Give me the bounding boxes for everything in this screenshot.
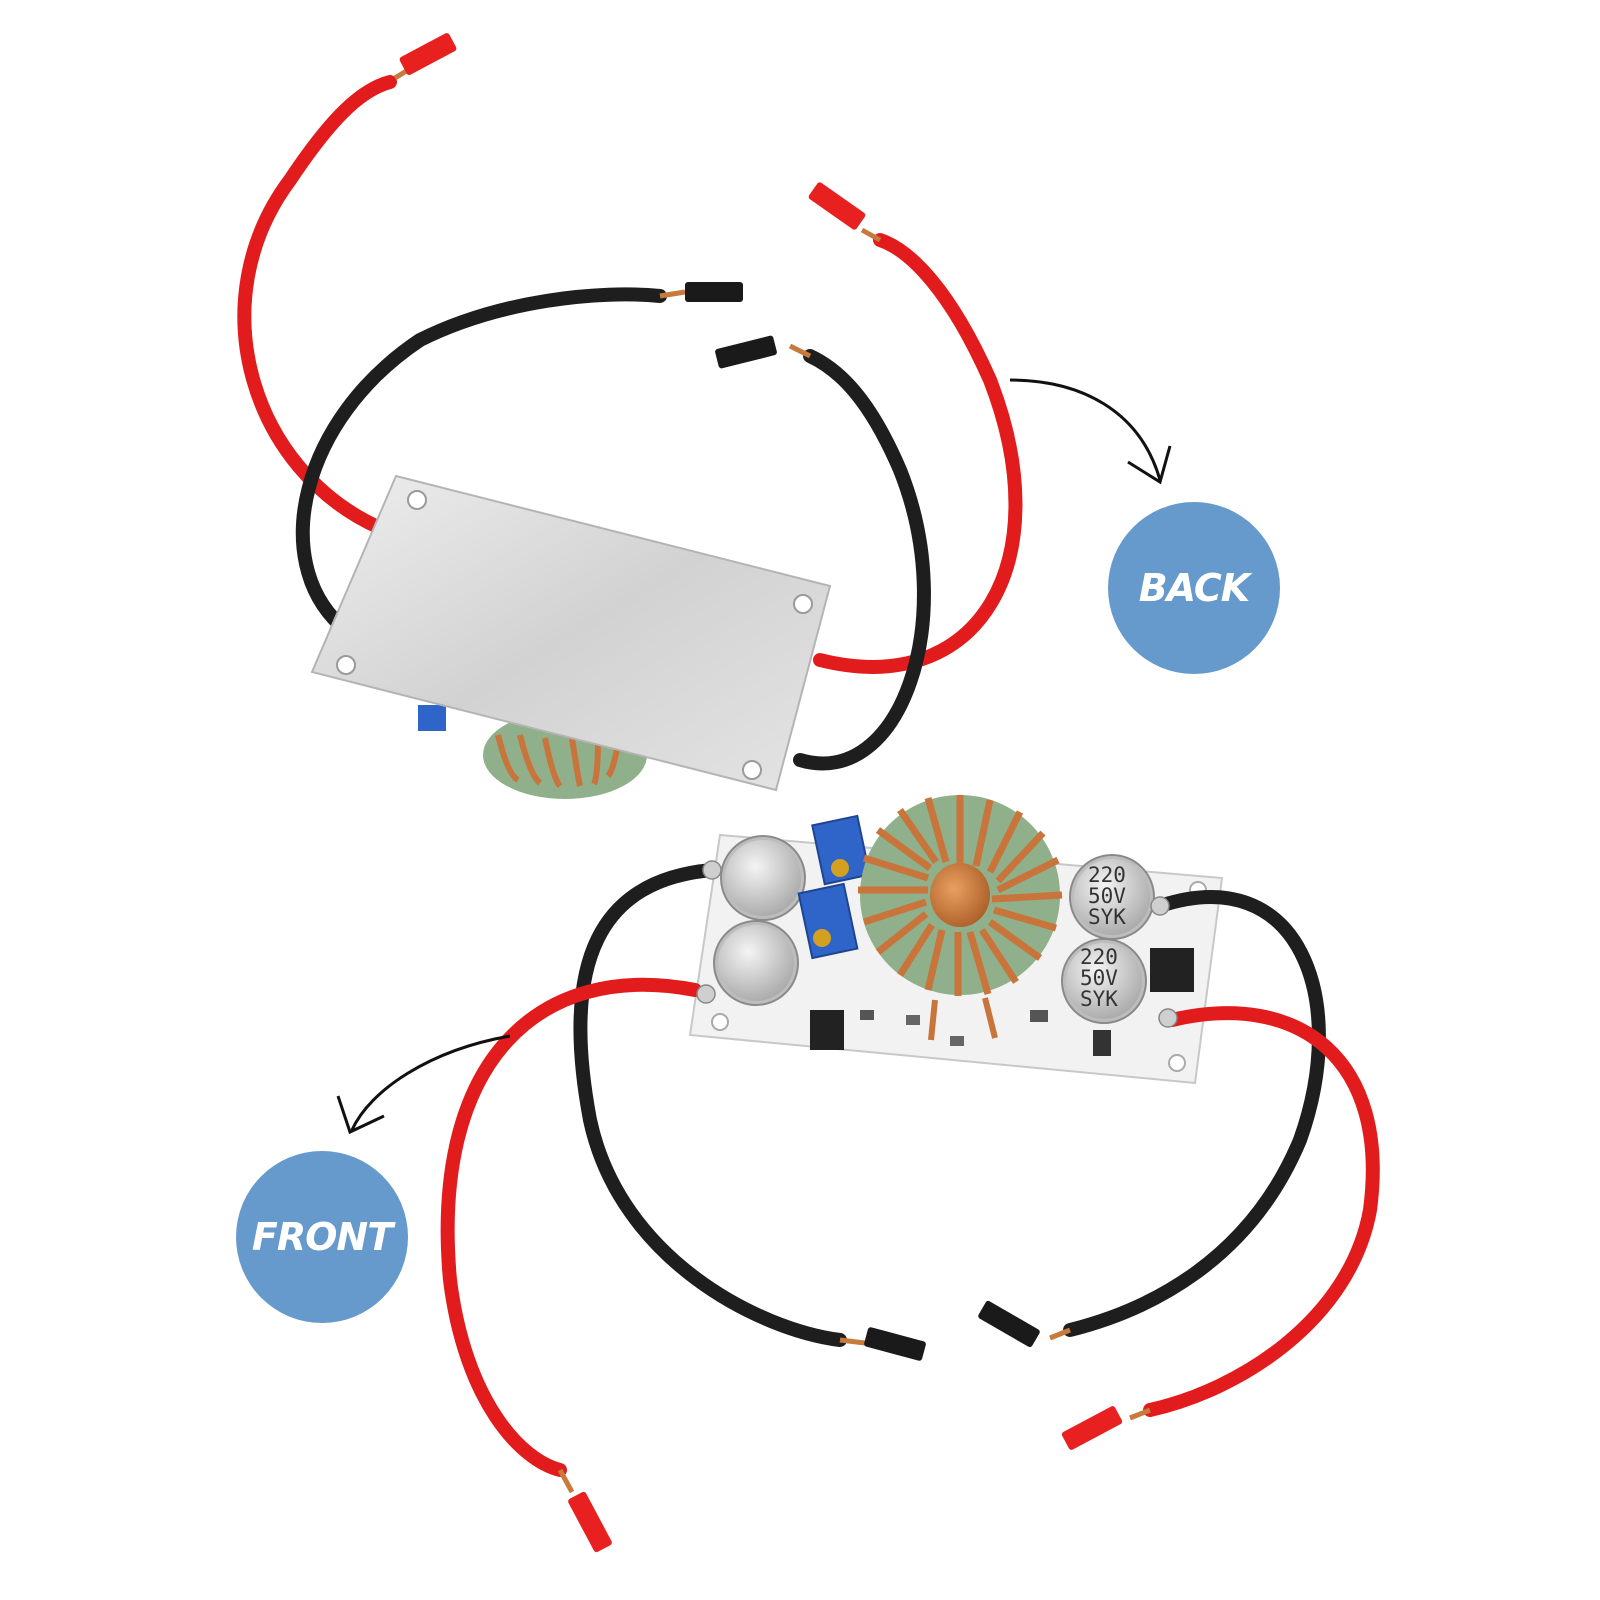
front-red-wire-left xyxy=(440,977,702,1477)
aluminum-back-plate xyxy=(310,474,832,792)
back-black-wire-left xyxy=(295,287,667,632)
front-black-wire-left xyxy=(573,863,847,1347)
wire-tip-back-red-right xyxy=(808,182,882,243)
capacitor-output-1 xyxy=(720,835,806,921)
wire-tip-front-red-left xyxy=(557,1468,612,1553)
wire-tip-top-red xyxy=(393,33,457,81)
trimmer-potentiometer-2 xyxy=(797,882,859,960)
back-arrow xyxy=(1009,378,1162,481)
solder-pads xyxy=(696,860,1178,1028)
wire-tip-front-red-right xyxy=(1061,1406,1151,1450)
front-arrow xyxy=(350,1034,511,1131)
back-black-wire-right xyxy=(793,349,931,771)
front-black-wire-right xyxy=(1063,890,1326,1337)
back-red-wire-right xyxy=(813,233,1023,674)
cap-marking-line1: 220 xyxy=(1080,945,1118,969)
front-badge: FRONT xyxy=(236,1151,408,1323)
back-badge: BACK xyxy=(1108,502,1280,674)
cap-marking-line3: SYK xyxy=(1080,987,1118,1011)
front-label: FRONT xyxy=(251,1215,393,1259)
plate-mount-holes xyxy=(336,490,813,780)
back-trimmer-visible xyxy=(418,705,446,731)
back-module xyxy=(237,33,1023,799)
cap-marking-line3: SYK xyxy=(1088,905,1126,929)
wire-tip-back-black-right xyxy=(715,335,812,369)
toroid-inductor xyxy=(858,795,1063,1041)
wire-tip-front-black-right xyxy=(978,1300,1071,1348)
cap-marking-line2: 50V xyxy=(1088,884,1126,908)
cap-marking-line1: 220 xyxy=(1088,863,1126,887)
capacitor-input-2: 220 50V SYK xyxy=(1061,938,1147,1024)
front-module: 220 50V SYK 220 50V SYK xyxy=(440,795,1380,1553)
smd-components xyxy=(810,948,1194,1056)
back-label: BACK xyxy=(1138,566,1251,610)
front-red-wire-right xyxy=(1143,1006,1380,1417)
cap-marking-line2: 50V xyxy=(1080,966,1118,990)
wire-tip-front-black-left xyxy=(839,1327,926,1361)
trimmer-potentiometer-1 xyxy=(811,814,871,886)
back-red-wire-left xyxy=(237,75,397,535)
capacitor-input-1: 220 50V SYK xyxy=(1069,854,1155,940)
wire-tip-back-black-left xyxy=(659,282,743,302)
capacitor-output-2 xyxy=(713,920,799,1006)
